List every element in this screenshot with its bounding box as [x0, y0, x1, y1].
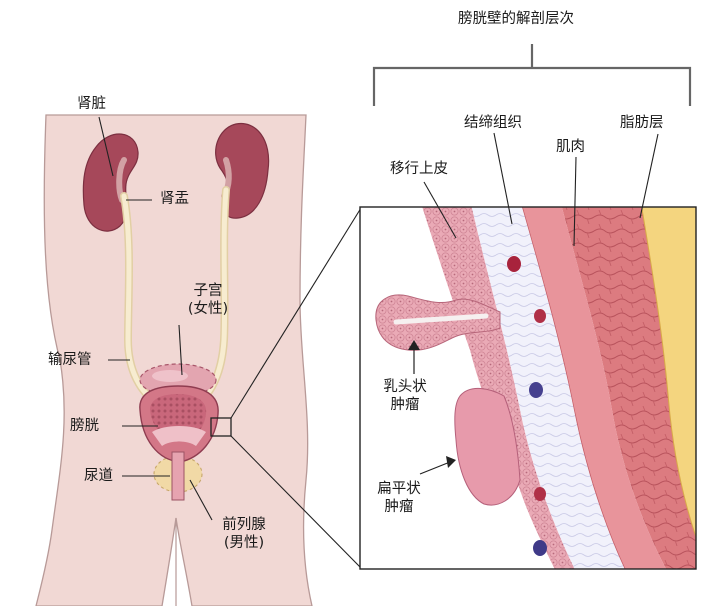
diagram-title: 膀胱壁的解剖层次	[458, 11, 574, 27]
label-ureter: 输尿管	[48, 352, 92, 368]
label-squamous-tumor-line1: 扁平状	[377, 481, 421, 497]
bladder-wall-section	[360, 207, 696, 569]
label-fat-layer: 脂肪层	[620, 115, 664, 131]
label-bladder: 膀胱	[70, 418, 99, 434]
label-uterus-note: (女性)	[187, 301, 229, 318]
label-transitional-epithelium: 移行上皮	[390, 161, 448, 177]
label-squamous-tumor-line2: 肿瘤	[384, 499, 414, 516]
label-muscle: 肌肉	[556, 139, 585, 155]
label-uterus-text: 子宫	[193, 283, 223, 299]
squamous-tumor-shape	[454, 388, 521, 506]
label-prostate-text: 前列腺	[222, 517, 266, 533]
title-bracket	[372, 44, 692, 106]
label-connective-tissue: 结缔组织	[464, 115, 522, 131]
label-papillary-tumor-line2: 肿瘤	[390, 397, 420, 414]
label-prostate: 前列腺 (男性)	[208, 516, 280, 552]
magnify-box	[210, 417, 232, 437]
label-kidney: 肾脏	[77, 96, 106, 112]
label-urethra: 尿道	[84, 468, 113, 484]
label-renal-pelvis: 肾盂	[160, 191, 189, 207]
label-uterus: 子宫 (女性)	[176, 282, 240, 318]
papillary-tumor-shape	[375, 294, 501, 351]
label-squamous-tumor: 扁平状 肿瘤	[368, 480, 430, 516]
label-prostate-note: (男性)	[223, 535, 265, 552]
label-papillary-tumor: 乳头状 肿瘤	[374, 378, 436, 414]
urethra-shape	[171, 451, 185, 501]
label-papillary-tumor-line1: 乳头状	[383, 379, 427, 395]
